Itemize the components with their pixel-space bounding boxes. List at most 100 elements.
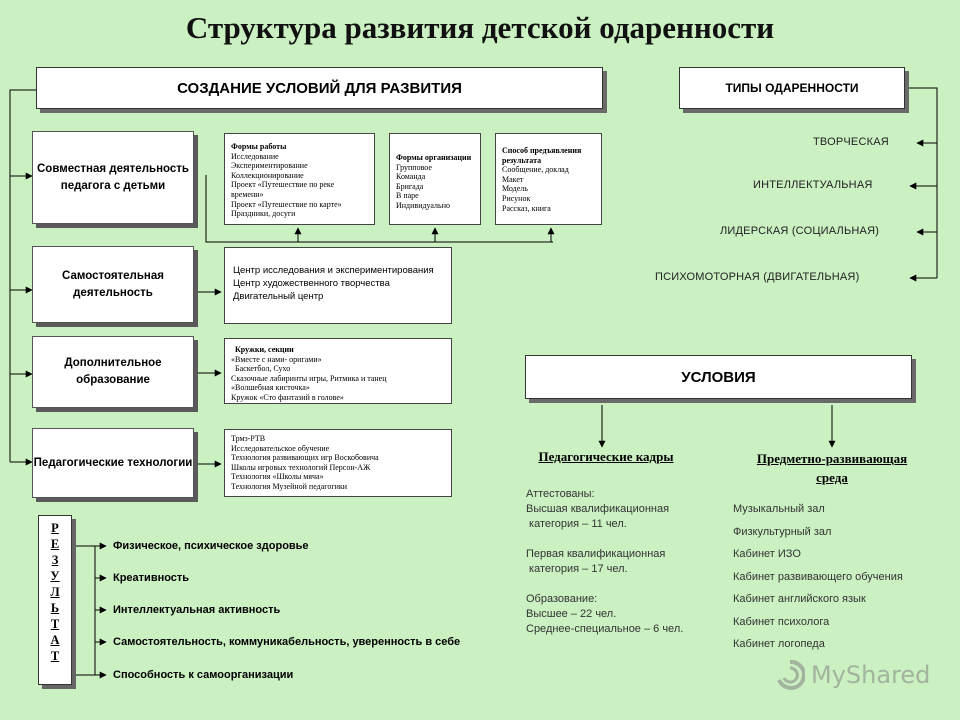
circles-line: «Волшебная кисточка»: [231, 383, 310, 393]
result-item-creativity: Креативность: [113, 572, 190, 584]
technologies-line: Исследовательское обучение: [231, 443, 330, 453]
giftedness-types-header-text: ТИПЫ ОДАРЕННОСТИ: [725, 81, 859, 95]
room-item: Кабинет развивающего обучения: [733, 570, 903, 583]
staff-line: Среднее-специальное – 6 чел.: [526, 623, 684, 636]
circles-line: Баскетбол, Сухо: [235, 364, 291, 374]
watermark-text: MyShared: [811, 661, 931, 689]
staff-spacer: [526, 577, 716, 592]
room-item: Кабинет логопеда: [733, 638, 825, 650]
forms-org-line: Групповое: [396, 162, 432, 172]
room-item: Кабинет психолога: [733, 615, 830, 628]
forms-org-line: Бригада: [396, 181, 424, 191]
circles-line: Кружок «Сто фантазий в голове»: [231, 392, 344, 402]
staff-line: Высшее – 22 чел.: [526, 608, 617, 621]
forms-work-line: Праздники, досуги: [231, 209, 296, 219]
watermark: MyShared: [775, 660, 930, 690]
result-letter: Е: [50, 537, 60, 551]
result-letter: Т: [50, 617, 60, 631]
block-joint-activity-label: Совместная деятельность педагога с детьм…: [37, 162, 189, 192]
environment-heading-line2: среда: [816, 470, 848, 485]
room-item: Физкультурный зал: [733, 525, 832, 538]
type-intellectual: ИНТЕЛЛЕКТУАЛЬНАЯ: [753, 179, 873, 191]
forms-org-line: Индивидуально: [396, 200, 450, 210]
forms-work-box: Формы работы Исследование Экспериментиро…: [224, 133, 375, 225]
block-ped-technologies: Педагогические технологии: [32, 428, 194, 498]
technologies-line: Технология «Школы мяча»: [231, 472, 324, 482]
technologies-line: Технология развивающих игр Воскобовича: [231, 453, 379, 463]
staff-line: Образование:: [526, 593, 598, 606]
type-creative: ТВОРЧЕСКАЯ: [813, 136, 889, 148]
circles-line: Сказочные лабиринты игры, Ритмика и тане…: [231, 373, 387, 383]
result-letter: Т: [50, 649, 60, 663]
result-letter: А: [50, 633, 60, 647]
staff-line: категория – 11 чел.: [526, 518, 627, 531]
block-independent-activity: Самостоятельная деятельность: [32, 246, 194, 323]
result-presentation-line: Модель: [502, 184, 528, 194]
staff-list: Аттестованы: Высшая квалификационная кат…: [526, 487, 716, 638]
types-bracket-line: [903, 87, 938, 278]
forms-work-line: Проект «Путешествие по реке времени»: [231, 180, 335, 199]
forms-work-line: Коллекционирование: [231, 170, 304, 180]
watermark-logo-icon: [777, 660, 805, 690]
centers-line: Центр художественного творчества: [233, 277, 390, 289]
giftedness-types-header: ТИПЫ ОДАРЕННОСТИ: [679, 67, 905, 109]
technologies-line: Технология Музейной педагогики: [231, 481, 348, 491]
result-presentation-line: Сообщение, доклад: [502, 165, 569, 175]
result-presentation-heading: Способ предъявления результата: [502, 146, 582, 165]
block-additional-education: Дополнительное образование: [32, 336, 194, 408]
room-item: Кабинет английского язык: [733, 593, 866, 605]
forms-org-box: Формы организации Групповое Команда Бриг…: [389, 133, 481, 225]
result-item-self-org: Способность к самоорганизации: [113, 669, 294, 681]
left-bracket-line: [9, 89, 36, 462]
staff-line: Высшая квалификационная: [526, 503, 670, 516]
staff-line: Первая квалификационная: [526, 548, 666, 561]
forms-connector-line: [205, 175, 553, 243]
result-item-intellect: Интеллектуальная активность: [113, 604, 281, 616]
type-psychomotor: ПСИХОМОТОРНАЯ (ДВИГАТЕЛЬНАЯ): [655, 271, 860, 283]
forms-org-heading: Формы организации: [396, 153, 472, 162]
type-leadership: ЛИДЕРСКАЯ (СОЦИАЛЬНАЯ): [720, 225, 880, 237]
conditions-header: УСЛОВИЯ: [525, 355, 912, 399]
result-presentation-box: Способ предъявления результата Сообщение…: [495, 133, 602, 225]
room-item: Кабинет ИЗО: [733, 548, 801, 560]
technologies-line: Трмз-РТВ: [231, 434, 266, 443]
circles-heading: Кружки, секции: [235, 345, 294, 354]
forms-org-line: В паре: [396, 191, 419, 201]
result-letter: Ь: [50, 601, 60, 615]
room-item: Музыкальный зал: [733, 503, 825, 515]
centers-line: Двигательный центр: [233, 290, 324, 302]
staff-line: категория – 17 чел.: [526, 563, 628, 576]
environment-heading-line1: Предметно-развивающая: [756, 451, 908, 466]
result-letter: Л: [50, 585, 60, 599]
conditions-header-text: УСЛОВИЯ: [681, 368, 756, 386]
conditions-creation-header: СОЗДАНИЕ УСЛОВИЙ ДЛЯ РАЗВИТИЯ: [36, 67, 603, 109]
block-joint-activity: Совместная деятельность педагога с детьм…: [32, 131, 194, 224]
staff-line: Аттестованы:: [526, 488, 595, 500]
result-item-health: Физическое, психическое здоровье: [113, 540, 309, 552]
result-presentation-line: Рассказ, книга: [502, 203, 551, 213]
forms-org-line: Команда: [396, 172, 426, 182]
technologies-line: Школы игровых технологий Персон-АЖ: [231, 462, 371, 472]
environment-rooms: Музыкальный зал Физкультурный зал Кабине…: [733, 503, 953, 661]
forms-work-line: Проект «Путешествие по карте»: [231, 199, 342, 209]
result-item-independence: Самостоятельность, коммуникабельность, у…: [113, 636, 461, 648]
result-letter: У: [50, 569, 60, 583]
block-ped-technologies-label: Педагогические технологии: [33, 456, 193, 469]
result-bracket-line: [75, 545, 96, 675]
centers-box: Центр исследования и экспериментирования…: [224, 247, 452, 324]
environment-heading: Предметно-развивающая среда: [727, 449, 937, 487]
forms-work-heading: Формы работы: [231, 142, 287, 151]
staff-spacer: [526, 532, 716, 547]
result-letter: З: [51, 553, 59, 567]
result-presentation-line: Макет: [502, 174, 524, 184]
result-letter: Р: [51, 521, 59, 535]
forms-work-line: Исследование: [231, 151, 279, 161]
centers-line: Центр исследования и экспериментирования: [233, 265, 434, 276]
block-independent-activity-label: Самостоятельная деятельность: [62, 269, 164, 299]
conditions-creation-header-text: СОЗДАНИЕ УСЛОВИЙ ДЛЯ РАЗВИТИЯ: [177, 79, 462, 97]
staff-heading: Педагогические кадры: [538, 449, 674, 464]
result-box: Р Е З У Л Ь Т А Т: [38, 515, 72, 685]
technologies-box: Трмз-РТВ Исследовательское обучение Техн…: [224, 429, 452, 497]
circles-line: «Вместе с нами- оригами»: [231, 354, 322, 364]
